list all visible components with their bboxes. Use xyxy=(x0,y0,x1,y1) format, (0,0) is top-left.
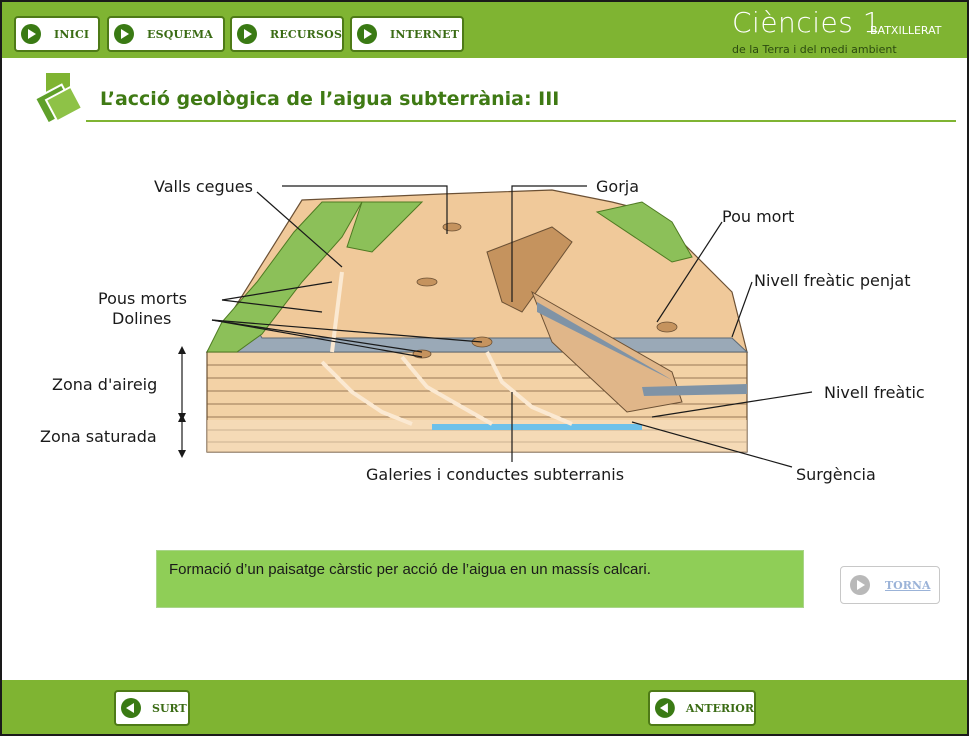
nav-label: INICI xyxy=(54,28,89,41)
play-arrow-icon xyxy=(849,574,871,596)
brand-title: Ciències 1 xyxy=(732,6,881,39)
nav-button-inici[interactable]: INICI xyxy=(14,16,100,52)
label-zona-aireig: Zona d'aireig xyxy=(52,375,157,394)
anterior-button[interactable]: ANTERIOR xyxy=(648,690,756,726)
nav-label: ESQUEMA xyxy=(147,28,213,41)
label-pou-mort: Pou mort xyxy=(722,207,794,226)
brand-subtitle: de la Terra i del medi ambient xyxy=(732,43,897,56)
section-folder-icon xyxy=(36,70,86,122)
back-arrow-icon xyxy=(120,697,142,719)
label-zona-saturada: Zona saturada xyxy=(40,427,157,446)
label-nivell-freatic: Nivell freàtic xyxy=(824,383,925,402)
play-arrow-icon xyxy=(113,23,135,45)
label-nivell-freatic-penjat: Nivell freàtic penjat xyxy=(754,271,910,290)
nav-label: RECURSOS xyxy=(270,28,342,41)
karst-landscape-diagram: Valls cegues Gorja Pou mort Nivell freàt… xyxy=(32,162,952,492)
limestone-block xyxy=(207,190,747,452)
nav-label: INTERNET xyxy=(390,28,459,41)
nav-button-recursos[interactable]: RECURSOS xyxy=(230,16,344,52)
label-gorja: Gorja xyxy=(596,177,639,196)
play-arrow-icon xyxy=(236,23,258,45)
torna-label: TORNA xyxy=(885,579,931,592)
torna-button[interactable]: TORNA xyxy=(840,566,940,604)
nav-button-esquema[interactable]: ESQUEMA xyxy=(107,16,225,52)
anterior-label: ANTERIOR xyxy=(686,702,754,715)
page-title: L’acció geològica de l’aigua subterrània… xyxy=(100,88,559,110)
caption-box: Formació d’un paisatge càrstic per acció… xyxy=(156,550,804,608)
water-table xyxy=(432,424,642,430)
label-galeries: Galeries i conductes subterranis xyxy=(366,465,624,484)
play-arrow-icon xyxy=(356,23,378,45)
label-valls-cegues: Valls cegues xyxy=(154,177,253,196)
nav-button-internet[interactable]: INTERNET xyxy=(350,16,464,52)
surt-button[interactable]: SURT xyxy=(114,690,190,726)
brand-level: BATXILLERAT xyxy=(870,24,942,37)
label-dolines: Dolines xyxy=(112,309,171,328)
title-divider xyxy=(86,120,956,122)
play-arrow-icon xyxy=(20,23,42,45)
label-surgencia: Surgència xyxy=(796,465,876,484)
surt-label: SURT xyxy=(152,702,187,715)
top-navigation-bar: INICI ESQUEMA RECURSOS INTERNET Ciències… xyxy=(2,2,967,58)
caption-text: Formació d’un paisatge càrstic per acció… xyxy=(169,561,651,578)
label-pous-morts: Pous morts xyxy=(98,289,187,308)
back-arrow-icon xyxy=(654,697,676,719)
